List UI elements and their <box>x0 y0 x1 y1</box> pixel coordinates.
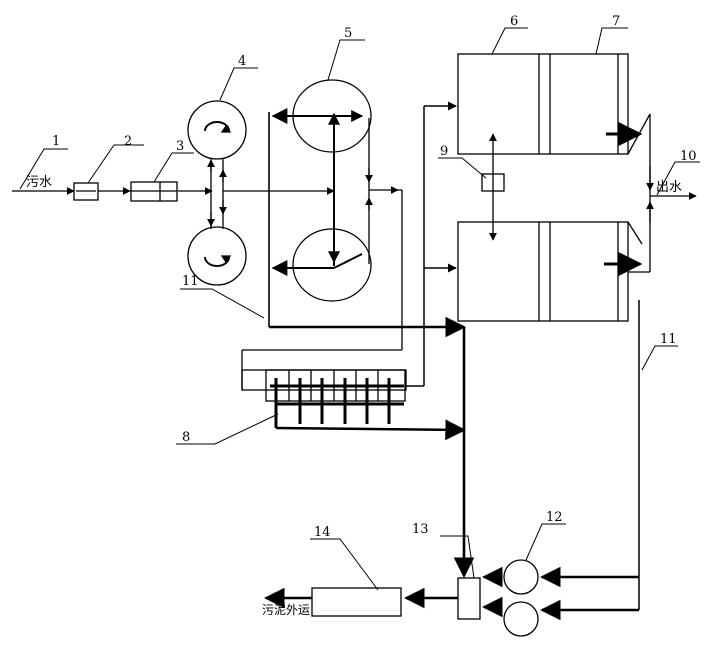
unit-5-circular-tanks <box>271 79 399 302</box>
label-12: 12 <box>546 510 563 525</box>
reactor-lower <box>457 221 629 322</box>
label-4: 4 <box>238 54 246 69</box>
unit-8-filter-bank <box>241 369 467 441</box>
label-7: 7 <box>612 14 620 29</box>
label-9: 9 <box>440 144 448 159</box>
label-5: 5 <box>344 26 352 41</box>
label-11-left: 11 <box>182 274 199 289</box>
unit-9 <box>481 133 505 241</box>
reference-labels: 1 2 3 4 5 6 7 8 9 10 11 11 12 13 14 <box>52 14 697 540</box>
label-8: 8 <box>182 430 190 445</box>
inlet-text: 污水 <box>26 175 52 190</box>
unit-2-screen <box>73 182 99 201</box>
label-13: 13 <box>412 522 429 537</box>
leader-lines <box>19 27 700 591</box>
label-14: 14 <box>314 525 331 540</box>
unit-12-sludge-pumps <box>481 559 539 637</box>
unit-13-thickener <box>403 577 481 620</box>
label-3: 3 <box>176 139 184 154</box>
tank-5-bottom <box>292 228 372 302</box>
label-10: 10 <box>680 149 697 164</box>
reactor-upper <box>457 53 629 155</box>
outlet-text: 出水 <box>656 180 682 195</box>
label-1: 1 <box>52 134 60 149</box>
unit-4-pumps <box>187 100 247 286</box>
sludge-out-text: 污泥外运 <box>262 603 310 617</box>
pump-bottom <box>187 226 247 286</box>
label-2: 2 <box>124 134 132 149</box>
label-11-right: 11 <box>660 332 677 347</box>
label-6: 6 <box>510 14 518 29</box>
pump-top <box>187 100 247 160</box>
units-6-7-reactors <box>457 53 643 322</box>
unit-14-dewatering <box>263 587 402 617</box>
outlet-manifold <box>627 113 697 273</box>
